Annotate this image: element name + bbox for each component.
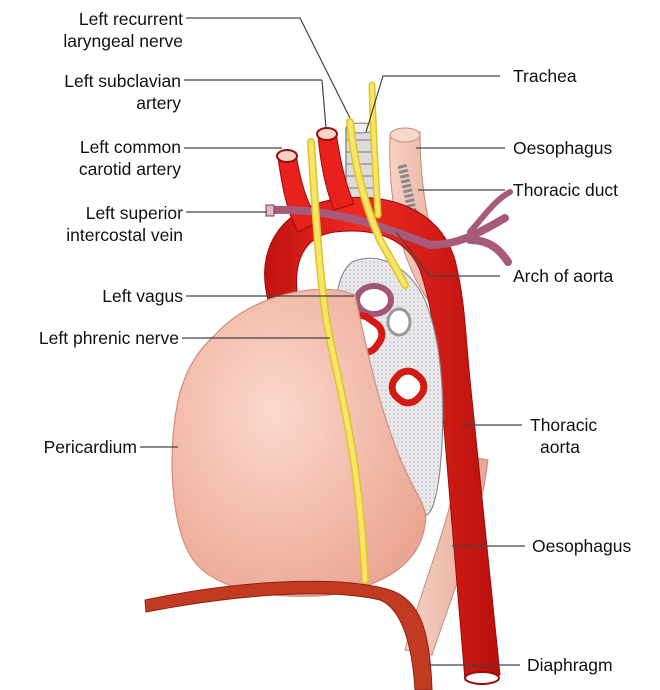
label-left-common-carotid-artery: Left common carotid artery — [0, 136, 181, 180]
vein-cut-end — [266, 205, 274, 216]
pulmonary-vessel-1 — [357, 286, 391, 314]
subclavian-opening — [317, 128, 337, 140]
label-thoracic-duct: Thoracic duct — [513, 179, 618, 201]
label-pericardium: Pericardium — [0, 436, 137, 458]
label-left-phrenic-nerve: Left phrenic nerve — [0, 327, 179, 349]
diaphragm — [145, 581, 432, 690]
label-left-superior-intercostal-vein: Left superior intercostal vein — [0, 202, 183, 246]
label-left-subclavian-artery: Left subclavian artery — [0, 70, 181, 114]
label-left-recurrent-laryngeal-nerve: Left recurrent laryngeal nerve — [0, 8, 183, 52]
label-oesophagus-bottom: Oesophagus — [532, 535, 631, 557]
label-left-vagus: Left vagus — [0, 285, 183, 307]
leader-trachea — [366, 76, 500, 132]
label-oesophagus-top: Oesophagus — [513, 137, 612, 159]
label-arch-of-aorta: Arch of aorta — [513, 265, 613, 287]
carotid-opening — [277, 150, 297, 162]
aorta-lower-opening — [465, 672, 499, 684]
leader-left-recurrent-laryngeal — [186, 18, 350, 118]
label-trachea: Trachea — [513, 65, 577, 87]
oesophagus-top-opening — [390, 128, 420, 142]
label-thoracic-aorta: Thoracic aorta — [530, 414, 590, 458]
pulmonary-vessel-2 — [388, 309, 410, 335]
label-diaphragm: Diaphragm — [527, 654, 613, 676]
